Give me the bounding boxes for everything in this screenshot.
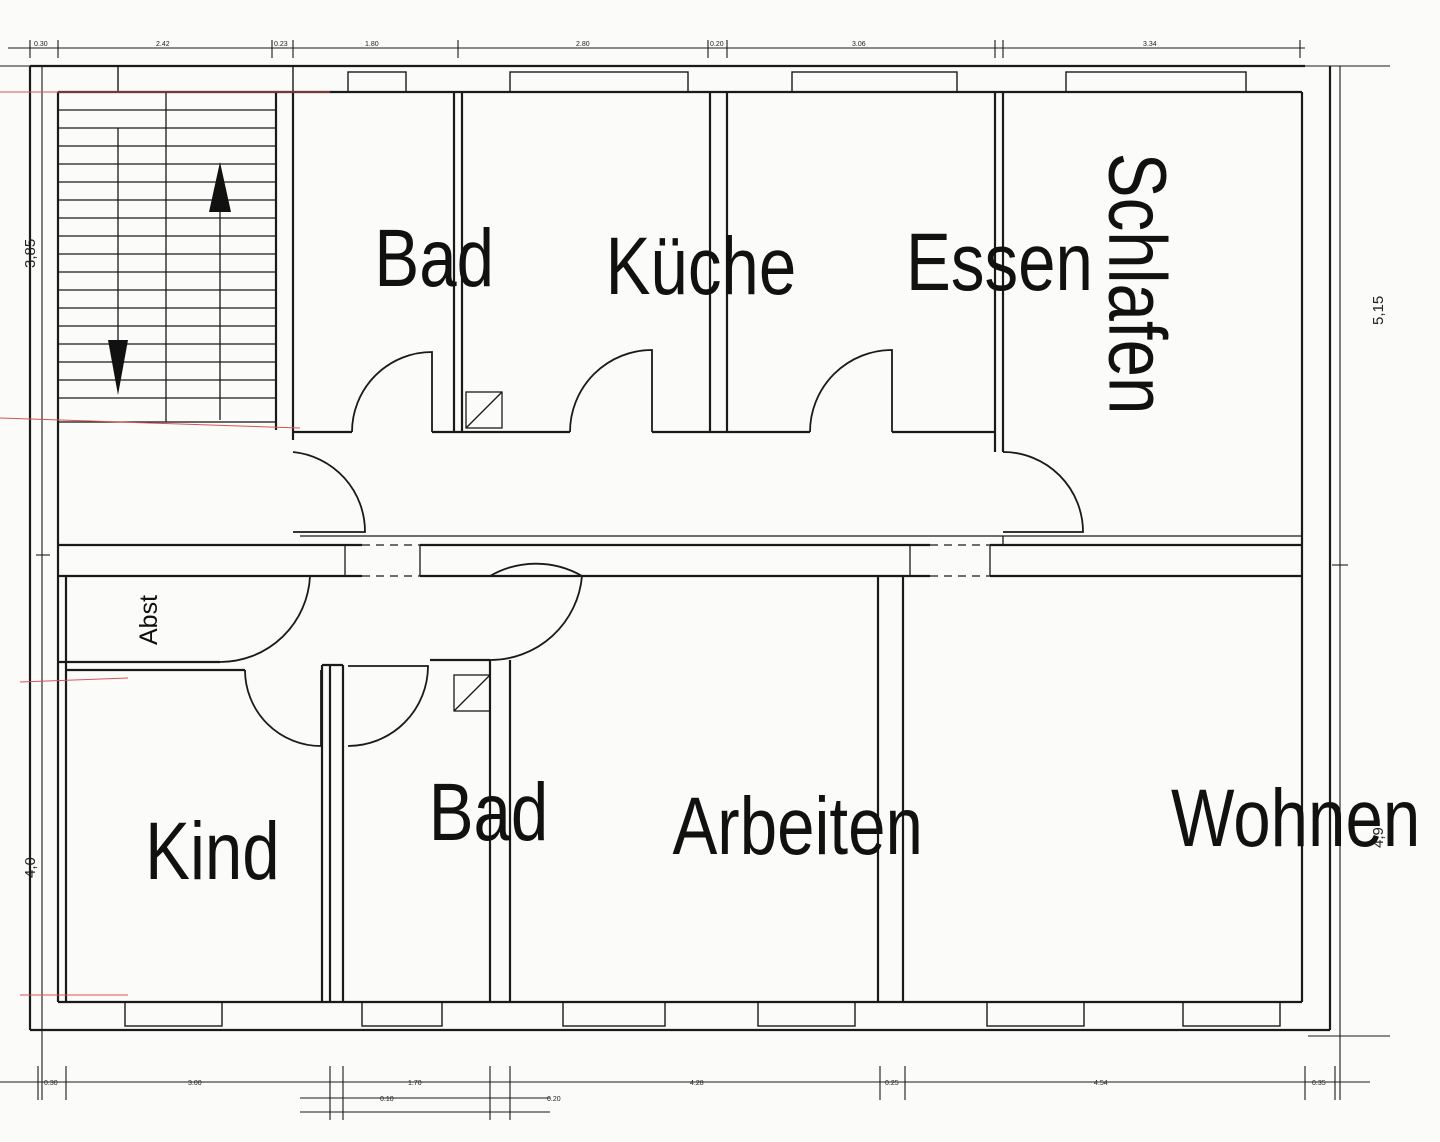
room-labels: Bad Küche Essen Schlafen Abst Kind Bad A… [135,153,1420,897]
stair-down-arrow-icon [108,340,128,395]
dim-bottom-9: 0.35 [1312,1080,1326,1087]
room-label-bad-top: Bad [374,212,494,304]
doors [219,349,1084,747]
room-label-bad-bottom: Bad [429,766,549,858]
dim-bottom-7: 0.25 [885,1080,899,1087]
dim-bottom-5: 4.28 [690,1080,704,1087]
dim-top-2: 2.42 [156,41,170,48]
dim-bottom-3: 1.70 [408,1080,422,1087]
right-dimension-line: 5,15 4,9 [1308,66,1390,1100]
left-dimension-line: 3,85 4,0 [22,66,50,1100]
red-reference-lines [0,91,330,996]
room-label-wohnen: Wohnen [1171,772,1420,864]
top-dimension-line: 0.30 2.42 0.23 1.80 2.80 0.20 3.06 3.34 [0,40,1390,67]
staircase [57,91,277,423]
dim-top-7: 3.06 [852,41,866,48]
dim-bottom-2: 3.00 [188,1080,202,1087]
room-label-essen: Essen [906,216,1093,308]
room-label-arbeiten: Arbeiten [672,780,922,872]
dim-top-1: 0.30 [34,41,48,48]
bottom-dimension-line: 0.30 3.00 1.70 0.10 4.28 0.20 0.25 4.54 … [0,1066,1370,1120]
room-label-kind: Kind [145,805,280,897]
dim-bottom-1: 0.30 [44,1080,58,1087]
stair-up-arrow-icon [209,162,231,212]
room-label-abst: Abst [135,595,163,645]
dim-bottom-8: 4.54 [1094,1080,1108,1087]
shafts [453,391,503,712]
dim-bottom-4: 0.10 [380,1096,394,1103]
dim-top-3: 0.23 [274,41,288,48]
dim-right-1: 5,15 [1370,296,1387,325]
dim-top-5: 2.80 [576,41,590,48]
dim-top-4: 1.80 [365,41,379,48]
windows [117,65,1281,1027]
dim-bottom-6: 0.20 [547,1096,561,1103]
dim-top-8: 3.34 [1143,41,1157,48]
dim-right-2: 4,9 [1370,827,1387,848]
room-label-kueche: Küche [606,220,797,312]
interior-walls [58,92,1302,1002]
dim-top-6: 0.20 [710,41,724,48]
room-label-schlafen: Schlafen [1092,153,1184,415]
